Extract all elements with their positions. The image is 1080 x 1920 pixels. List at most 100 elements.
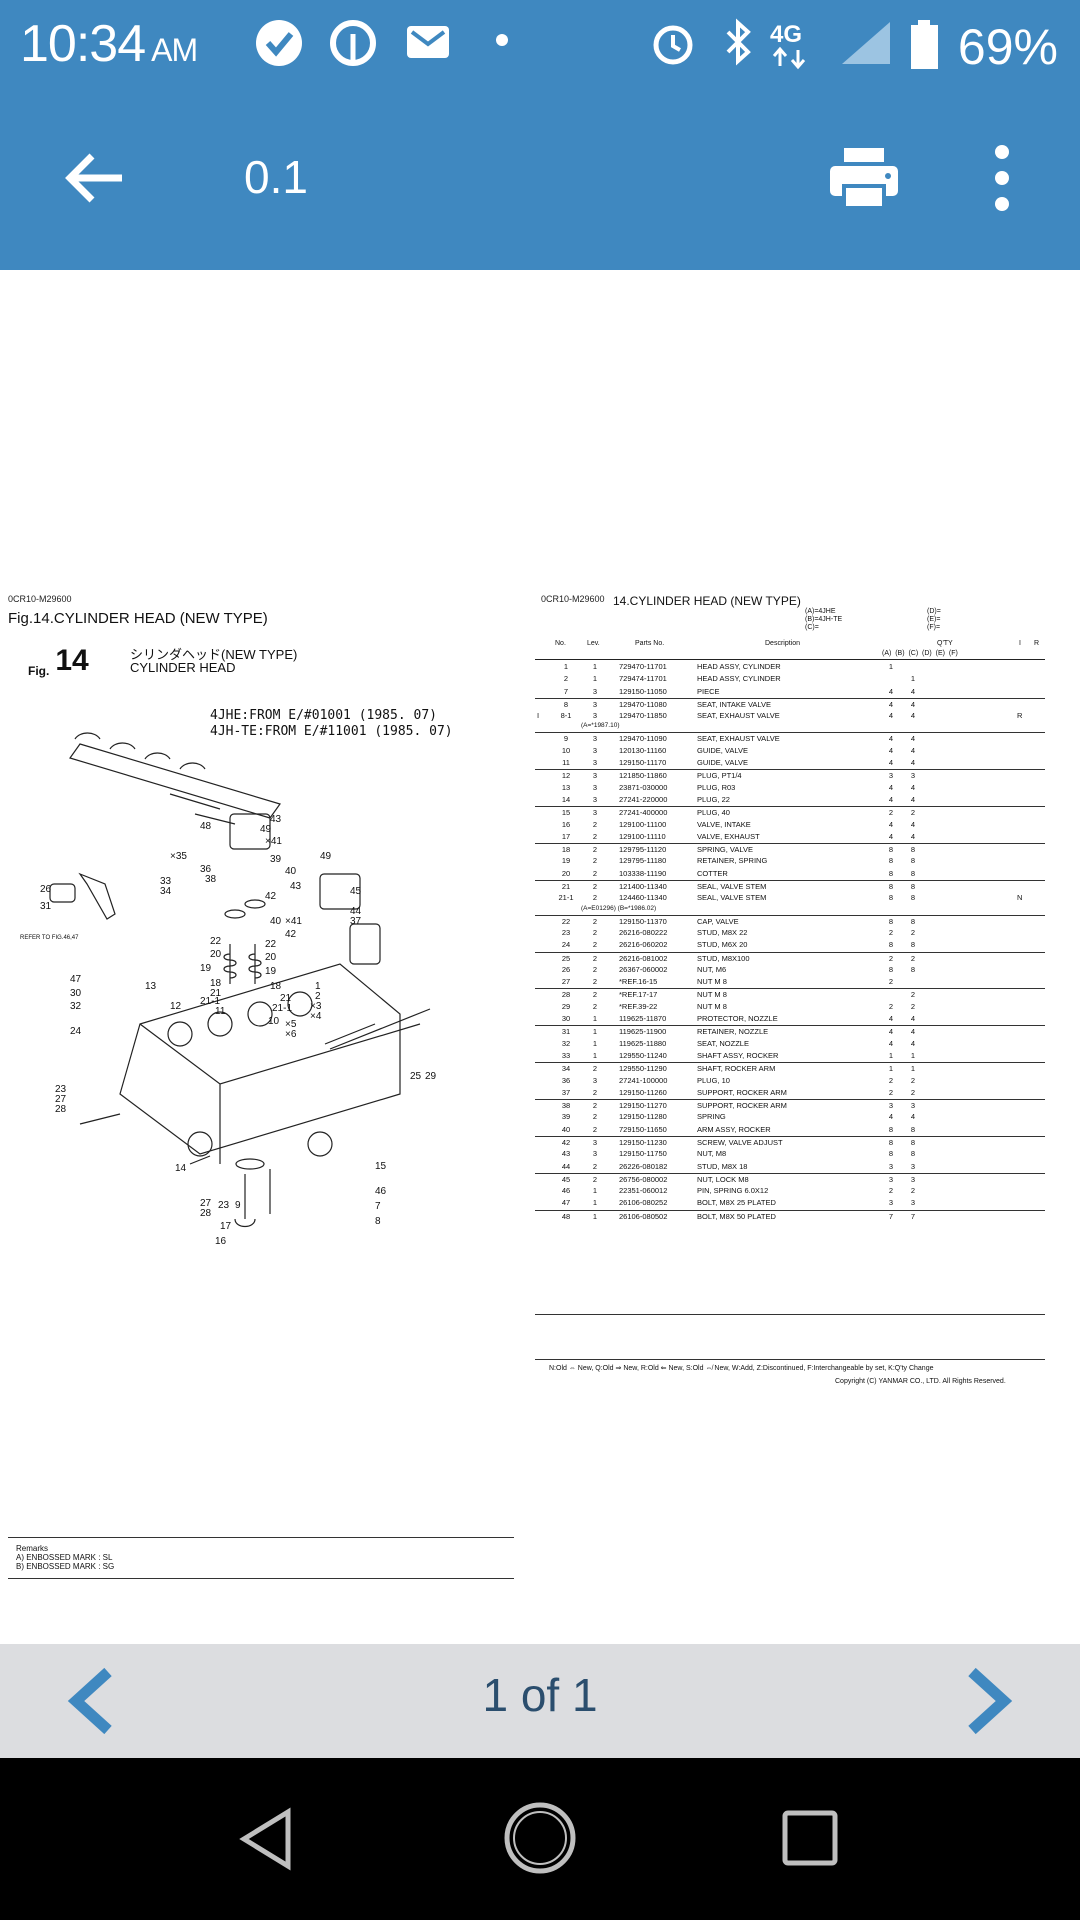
svg-text:36: 36 <box>200 864 212 875</box>
chevron-left-icon[interactable] <box>60 1666 124 1736</box>
cell-lev: 2 <box>592 977 598 987</box>
svg-text:47: 47 <box>70 974 82 985</box>
arrow-left-icon[interactable] <box>62 148 128 208</box>
recents-square-icon[interactable] <box>782 1810 838 1866</box>
cell-no: 7 <box>563 686 569 696</box>
cell-no: 8 <box>563 699 569 709</box>
home-circle-icon[interactable] <box>502 1800 578 1876</box>
svg-text:37: 37 <box>350 916 362 927</box>
cell-pn: 121400-11340 <box>619 882 667 892</box>
svg-text:26: 26 <box>40 884 52 895</box>
cell-pn: 27241-100000 <box>619 1075 668 1085</box>
svg-text:15: 15 <box>375 1161 387 1172</box>
cell-lev: 1 <box>592 662 598 671</box>
cell-lev: 3 <box>592 711 598 721</box>
cell-a: 4 <box>888 758 894 768</box>
cell-a: 2 <box>888 977 894 987</box>
cell-pn: 129150-11270 <box>619 1101 667 1111</box>
svg-text:11: 11 <box>215 1006 226 1017</box>
cell-lev: 1 <box>592 674 598 684</box>
cell-desc: CAP, VALVE <box>697 916 739 926</box>
svg-text:×6: ×6 <box>285 1029 297 1040</box>
cell-b: 8 <box>910 916 916 926</box>
svg-text:32: 32 <box>70 1001 82 1012</box>
cell-pn: 119625-11900 <box>619 1027 667 1037</box>
cell-no: 2 <box>563 674 569 684</box>
cell-no: 29 <box>561 1001 571 1011</box>
cell-b: 4 <box>910 686 916 696</box>
cell-lev: 1 <box>592 1050 598 1060</box>
system-navigation-bar <box>0 1758 1080 1920</box>
cell-b: 4 <box>910 1038 916 1048</box>
cell-b: 1 <box>910 674 916 684</box>
document-viewer[interactable]: 0CR10-M29600 Fig.14.CYLINDER HEAD (NEW T… <box>0 270 1080 1644</box>
cell-i: I <box>537 711 540 721</box>
cell-desc: NUT M 8 <box>697 977 727 987</box>
svg-text:25: 25 <box>410 1071 422 1082</box>
printer-icon[interactable] <box>828 146 900 210</box>
svg-text:17: 17 <box>220 1221 232 1232</box>
cell-pn: 129550-11240 <box>619 1050 667 1060</box>
more-vert-icon[interactable] <box>990 142 1014 214</box>
cell-desc: RETAINER, SPRING <box>697 856 768 866</box>
cell-pn: 129150-11260 <box>619 1087 667 1097</box>
cell-pn: 26756-080002 <box>619 1174 668 1184</box>
svg-text:13: 13 <box>145 981 157 992</box>
svg-text:49: 49 <box>260 824 272 835</box>
cell-a: 4 <box>888 794 894 804</box>
cell-desc: SHAFT, ROCKER ARM <box>697 1064 776 1074</box>
cell-pn: 129470-11080 <box>619 699 667 709</box>
cell-pn: 129550-11290 <box>619 1064 667 1074</box>
cell-a: 4 <box>888 1014 894 1024</box>
cell-desc: SHAFT ASSY, ROCKER <box>697 1050 779 1060</box>
cell-desc: PLUG, R03 <box>697 782 736 792</box>
cell-pn: 26106-080502 <box>619 1211 668 1221</box>
cell-a: 8 <box>888 940 894 950</box>
dot-icon <box>496 34 508 46</box>
cell-lev: 1 <box>592 1027 598 1037</box>
battery-icon <box>911 20 938 69</box>
svg-text:×35: ×35 <box>170 851 187 862</box>
cell-desc: NUT, M8 <box>697 1149 727 1159</box>
cell-a: 8 <box>888 1137 894 1147</box>
cell-desc: BOLT, M8X 25 PLATED <box>697 1198 776 1208</box>
cell-pn: 103338-11190 <box>619 868 667 878</box>
cell-desc: STUD, M8X 22 <box>697 927 748 937</box>
cell-a: 8 <box>888 856 894 866</box>
cell-a: 3 <box>888 1161 894 1171</box>
cell-lev: 2 <box>592 1112 598 1122</box>
cell-desc: VALVE, INTAKE <box>697 819 751 829</box>
cell-a: 4 <box>888 1112 894 1122</box>
cell-a: 2 <box>888 1075 894 1085</box>
cell-pn: 729470-11701 <box>619 662 667 671</box>
svg-text:23: 23 <box>218 1200 230 1211</box>
cell-no: 22 <box>561 916 571 926</box>
cell-b: 8 <box>910 882 916 892</box>
svg-text:22: 22 <box>210 936 222 947</box>
chevron-right-icon[interactable] <box>956 1666 1020 1736</box>
cell-b: 4 <box>910 699 916 709</box>
cell-b: 8 <box>910 856 916 866</box>
cell-desc: STUD, M8X100 <box>697 953 750 963</box>
cell-b: 2 <box>910 1087 916 1097</box>
pinterest-icon <box>330 20 376 66</box>
cell-b: 4 <box>910 711 916 721</box>
cell-b: 8 <box>910 868 916 878</box>
back-triangle-icon[interactable] <box>236 1806 296 1872</box>
cell-no: 36 <box>561 1075 571 1085</box>
cell-desc: PLUG, 22 <box>697 794 730 804</box>
cell-desc: SEAL, VALVE STEM <box>697 893 767 903</box>
cell-desc: ARM ASSY, ROCKER <box>697 1124 771 1134</box>
cell-a: 8 <box>888 845 894 855</box>
cell-pn: 124460-11340 <box>619 893 667 903</box>
cell-a: 2 <box>888 1186 894 1196</box>
